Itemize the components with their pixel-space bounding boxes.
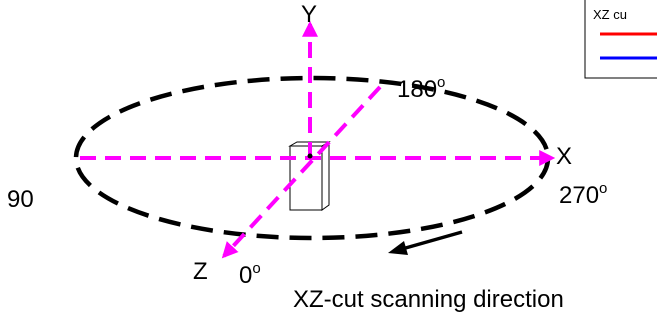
angle-180-value: 180 — [397, 76, 437, 103]
device-front-face — [289, 145, 323, 211]
angle-0-label: 0o — [239, 260, 261, 289]
legend-title: XZ cu — [593, 7, 627, 22]
angle-90-label: 90 — [7, 186, 34, 213]
y-axis-label: Y — [301, 1, 317, 28]
scan-arrow-shaft — [401, 230, 463, 251]
legend-frame — [584, 0, 657, 79]
x-axis-label: X — [556, 143, 572, 170]
z-axis-label: Z — [193, 258, 208, 285]
angle-270-degree: o — [599, 180, 607, 197]
scan-arrow-head — [388, 241, 408, 255]
angle-0-value: 0 — [239, 262, 252, 289]
scan-direction-arrow — [388, 230, 463, 255]
angle-180-degree: o — [437, 74, 445, 91]
angle-180-label: 180o — [397, 74, 445, 103]
angle-0-degree: o — [252, 260, 260, 277]
angle-270-label: 270o — [559, 180, 607, 209]
scan-direction-caption: XZ-cut scanning direction — [293, 286, 564, 313]
angle-270-value: 270 — [559, 182, 599, 209]
axes — [80, 20, 556, 259]
z-axis — [221, 85, 382, 259]
legend: XZ cu — [584, 0, 657, 79]
device-side-face — [321, 141, 330, 211]
origin-dot — [307, 153, 313, 159]
